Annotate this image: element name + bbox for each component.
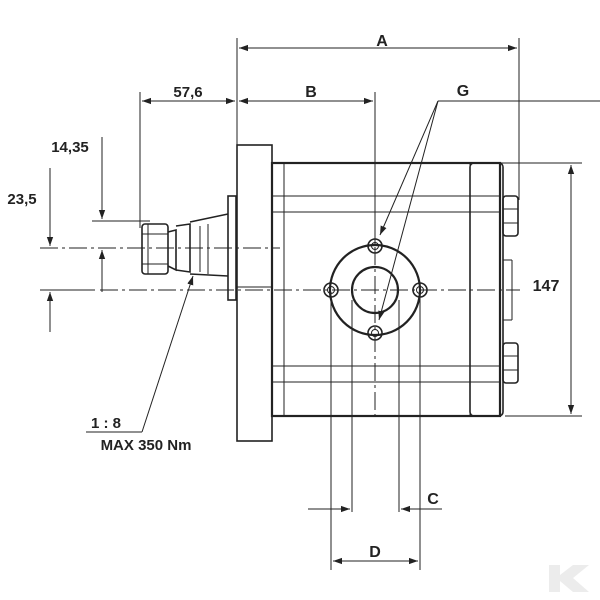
dimension-b: B bbox=[239, 84, 376, 245]
dim-c-label: C bbox=[427, 491, 439, 508]
dim-57-6-label: 57,6 bbox=[173, 84, 202, 101]
dimension-23-5: 23,5 bbox=[7, 168, 95, 332]
dim-b-label: B bbox=[305, 84, 317, 101]
dimension-g: G bbox=[378, 83, 600, 321]
taper-callout: 1 : 8 MAX 350 Nm bbox=[86, 275, 194, 454]
port-flange bbox=[323, 160, 428, 420]
dimension-57-6: 57,6 bbox=[139, 84, 235, 228]
drive-shaft bbox=[40, 195, 280, 301]
mounting-flange bbox=[236, 144, 273, 442]
dim-147-label: 147 bbox=[533, 278, 560, 295]
dim-g-label: G bbox=[457, 83, 469, 100]
dimension-a: A bbox=[236, 33, 520, 200]
dim-14-35-label: 14,35 bbox=[51, 139, 89, 156]
torque-label: MAX 350 Nm bbox=[101, 437, 192, 454]
dim-d-label: D bbox=[369, 544, 381, 561]
dimension-d: D bbox=[330, 292, 421, 570]
dimension-147: 147 bbox=[500, 162, 582, 417]
taper-label: 1 : 8 bbox=[91, 415, 121, 432]
dimension-14-35: 14,35 bbox=[51, 137, 150, 292]
end-cover-bolts bbox=[502, 195, 519, 384]
dimension-c: C bbox=[308, 292, 442, 513]
dim-a-label: A bbox=[376, 33, 388, 50]
dim-23-5-label: 23,5 bbox=[7, 191, 36, 208]
kramp-k-logo-icon bbox=[549, 565, 589, 592]
pump-body bbox=[100, 161, 520, 418]
